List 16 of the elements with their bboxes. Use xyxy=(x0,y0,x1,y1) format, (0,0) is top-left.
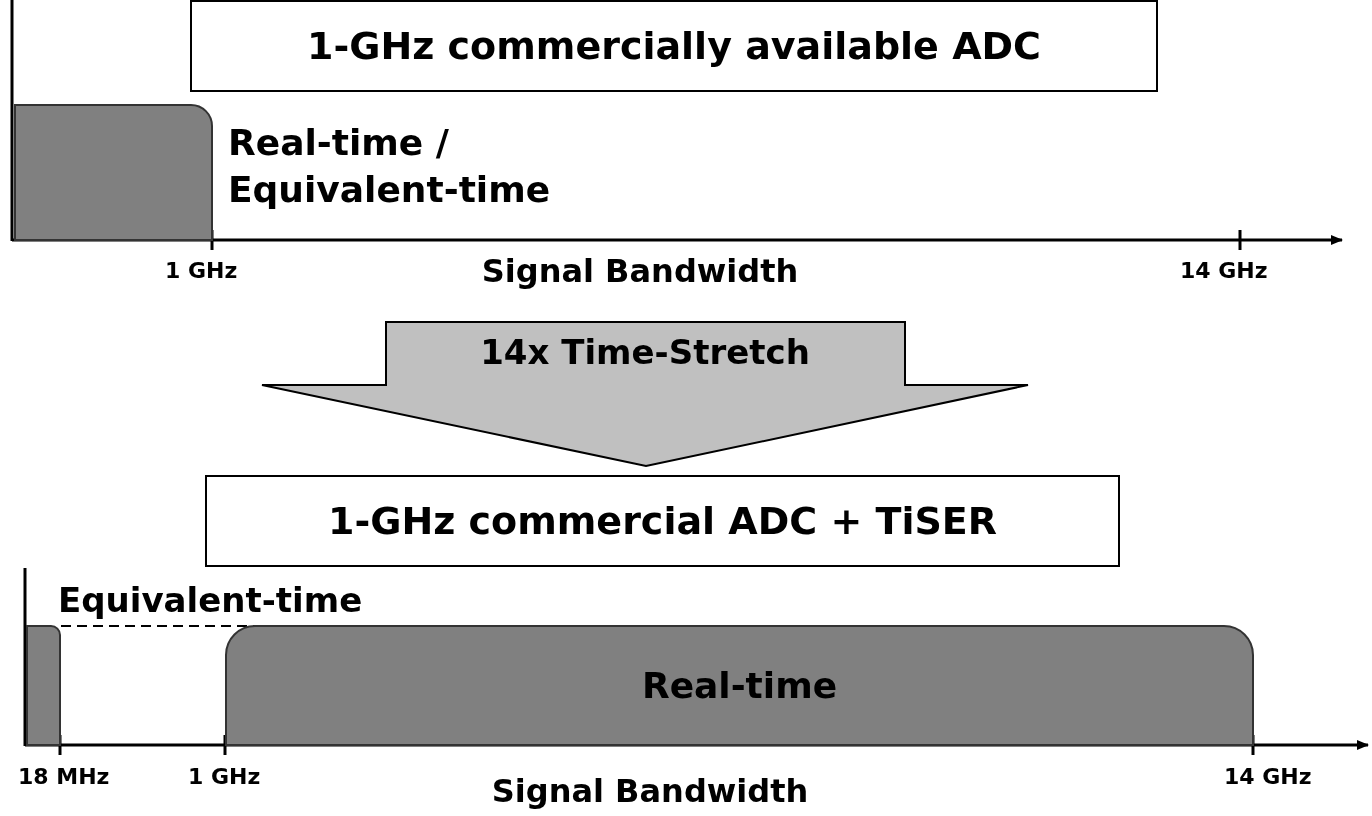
heading-box: 1-GHz commercial ADC + TiSER xyxy=(205,475,1120,567)
axis-title: Signal Bandwidth xyxy=(481,252,799,290)
band-bar xyxy=(14,104,213,241)
tick-label: 1 GHz xyxy=(188,764,261,789)
tick-label: 14 GHz xyxy=(1224,764,1312,789)
band-label: Real-time xyxy=(641,665,838,706)
arrow-label: 14x Time-Stretch xyxy=(479,332,811,372)
band-caption: Real-time / Equivalent-time xyxy=(228,121,552,212)
heading-box: 1-GHz commercially available ADC xyxy=(190,0,1158,92)
tick-label: 14 GHz xyxy=(1180,258,1268,283)
tick-label: 1 GHz xyxy=(165,258,238,283)
tick-label: 18 MHz xyxy=(18,764,110,789)
band-caption: Equivalent-time xyxy=(58,579,364,622)
band-bar xyxy=(26,625,61,746)
axis-title: Signal Bandwidth xyxy=(491,772,809,810)
band-bar xyxy=(225,625,1254,746)
